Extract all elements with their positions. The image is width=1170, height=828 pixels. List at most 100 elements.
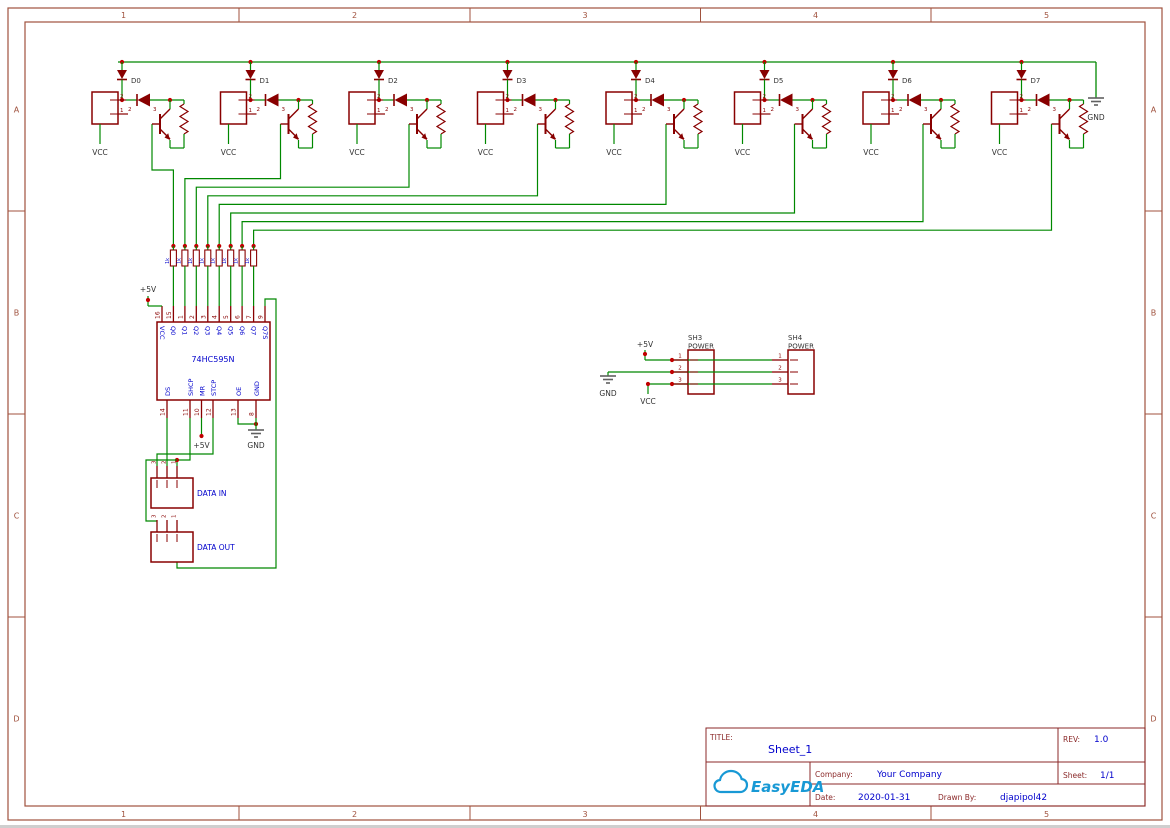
diode[interactable] (631, 70, 641, 79)
relay-connector[interactable] (348, 91, 376, 125)
pin-number: 3 (539, 107, 543, 113)
connector-body[interactable] (150, 477, 194, 509)
gnd-symbol[interactable]: GND (599, 375, 617, 398)
flyback-diode[interactable] (1037, 93, 1050, 107)
diode[interactable] (374, 70, 384, 79)
relay-connector[interactable] (605, 91, 633, 125)
base-resistor[interactable] (949, 103, 961, 135)
diode-designator[interactable]: D6 (902, 77, 912, 85)
date-value[interactable]: 2020-01-31 (858, 793, 910, 803)
sheet-title[interactable]: Sheet_1 (768, 743, 812, 756)
value[interactable]: POWER (688, 343, 714, 351)
designator[interactable]: SH3 (688, 334, 702, 342)
flyback-diode[interactable] (137, 93, 151, 107)
diode[interactable] (888, 70, 898, 79)
diode-designator[interactable]: D0 (131, 77, 141, 85)
connector-body[interactable] (150, 531, 194, 563)
diode-designator[interactable]: D2 (388, 77, 398, 85)
base-resistor[interactable] (821, 103, 832, 135)
diode[interactable] (245, 70, 256, 79)
flyback-diode[interactable] (908, 93, 922, 107)
output-net[interactable] (184, 124, 282, 246)
diode-designator[interactable]: D7 (1031, 77, 1041, 85)
diode-designator[interactable]: D1 (260, 77, 270, 85)
wire[interactable] (176, 298, 277, 569)
output-net[interactable] (151, 124, 174, 246)
net-label-5v: +5V (637, 340, 654, 349)
relay-connector[interactable] (476, 91, 505, 125)
base-resistor[interactable] (435, 103, 447, 135)
diode[interactable] (759, 70, 770, 79)
diode-designator[interactable]: D5 (774, 77, 784, 85)
diode[interactable] (502, 70, 513, 79)
wire[interactable] (145, 459, 177, 522)
diode-designator[interactable]: D4 (645, 77, 655, 85)
base-resistor[interactable] (307, 103, 318, 135)
relay-connector[interactable] (91, 91, 119, 125)
rev-value[interactable]: 1.0 (1094, 735, 1109, 745)
pin-number: 13 (231, 408, 238, 416)
relay-connector[interactable] (733, 91, 762, 125)
flyback-diode[interactable] (780, 93, 793, 107)
output-net[interactable] (230, 124, 796, 246)
base-resistor[interactable] (1078, 103, 1089, 135)
relay-connector[interactable] (219, 91, 248, 125)
resistor-value: 1k (199, 258, 205, 264)
resistor-value: 1k (222, 258, 228, 264)
flyback-diode[interactable] (651, 93, 665, 107)
company-value[interactable]: Your Company (876, 770, 943, 780)
output-net[interactable] (218, 124, 667, 246)
wire[interactable] (237, 418, 256, 425)
ic-pins[interactable]: 16VCC15Q01Q12Q23Q34Q45Q56Q67Q79Q7S14DS11… (155, 306, 269, 418)
output-net[interactable] (241, 124, 924, 246)
relay-connector[interactable] (862, 91, 890, 125)
value[interactable]: POWER (788, 343, 814, 351)
relay-connector[interactable] (990, 91, 1019, 125)
power-connector-sh4[interactable]: SH4 POWER (787, 334, 815, 395)
company-label: Company: (815, 770, 853, 779)
flyback-diode[interactable] (394, 93, 408, 107)
base-resistor[interactable] (564, 103, 575, 135)
wire[interactable] (156, 418, 214, 466)
diode[interactable] (1016, 70, 1027, 79)
diode[interactable] (117, 70, 127, 79)
diode-designator[interactable]: D3 (517, 77, 527, 85)
base-resistor[interactable] (178, 103, 190, 135)
flyback-diode[interactable] (266, 93, 279, 107)
designator[interactable]: SH4 (788, 334, 803, 342)
output-net[interactable] (207, 124, 539, 246)
gnd-symbol[interactable]: GND (247, 429, 265, 450)
base-resistor[interactable] (692, 103, 704, 135)
output-net[interactable] (195, 124, 410, 246)
wiring[interactable]: GND (118, 61, 1105, 246)
network-resistor[interactable] (250, 249, 258, 267)
sheet-value[interactable]: 1/1 (1100, 771, 1114, 781)
flyback-diode[interactable] (523, 93, 536, 107)
ic-part-number[interactable]: 74HC595N (191, 355, 234, 364)
power-connector-sh3[interactable]: SH3 POWER (687, 334, 715, 395)
output-net[interactable] (253, 124, 1053, 246)
wire[interactable] (176, 418, 191, 466)
gnd-symbol[interactable]: GND (1087, 97, 1105, 122)
drawn-by-value[interactable]: djapipol42 (1000, 793, 1047, 803)
pin-number: 1 (1020, 108, 1024, 114)
shift-register-ic[interactable]: 74HC595N 16VCC15Q01Q12Q23Q34Q45Q56Q67Q79… (155, 306, 271, 418)
frame-row-label: B (14, 309, 20, 318)
